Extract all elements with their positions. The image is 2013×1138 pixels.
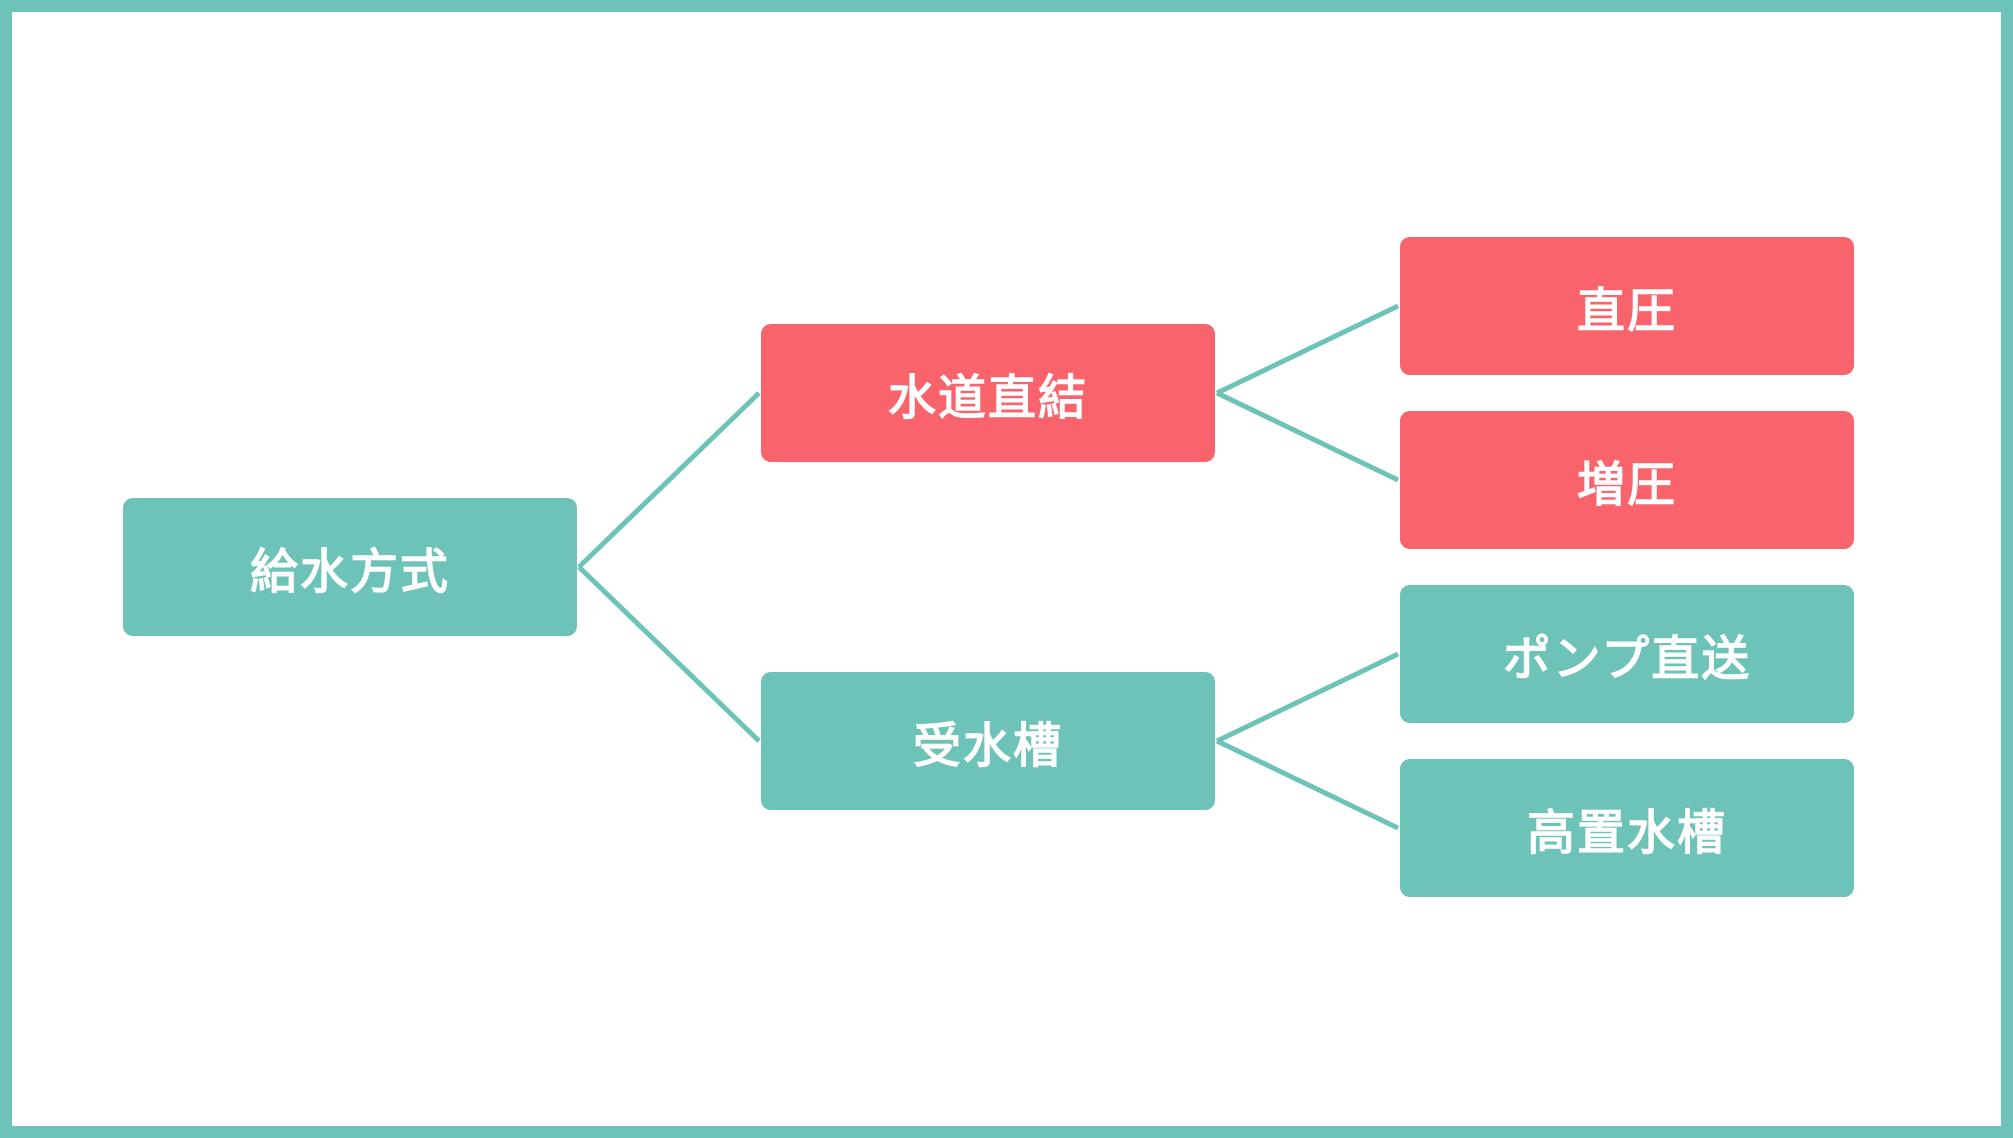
node-label: ポンプ直送 (1502, 631, 1752, 687)
node-label: 水道直結 (887, 370, 1088, 426)
node-label: 受水槽 (912, 718, 1063, 774)
node-booster-pressure: 増圧 (1400, 411, 1854, 549)
node-direct-connection: 水道直結 (761, 324, 1215, 462)
node-label: 直圧 (1576, 283, 1677, 339)
node-label: 高置水槽 (1526, 805, 1727, 861)
node-receiving-tank: 受水槽 (761, 672, 1215, 810)
node-elevated-tank: 高置水槽 (1400, 759, 1854, 897)
node-label: 給水方式 (249, 544, 450, 600)
node-label: 増圧 (1576, 457, 1677, 513)
node-direct-pressure: 直圧 (1400, 237, 1854, 375)
node-pump-direct-feed: ポンプ直送 (1400, 585, 1854, 723)
node-water-supply-method: 給水方式 (123, 498, 577, 636)
